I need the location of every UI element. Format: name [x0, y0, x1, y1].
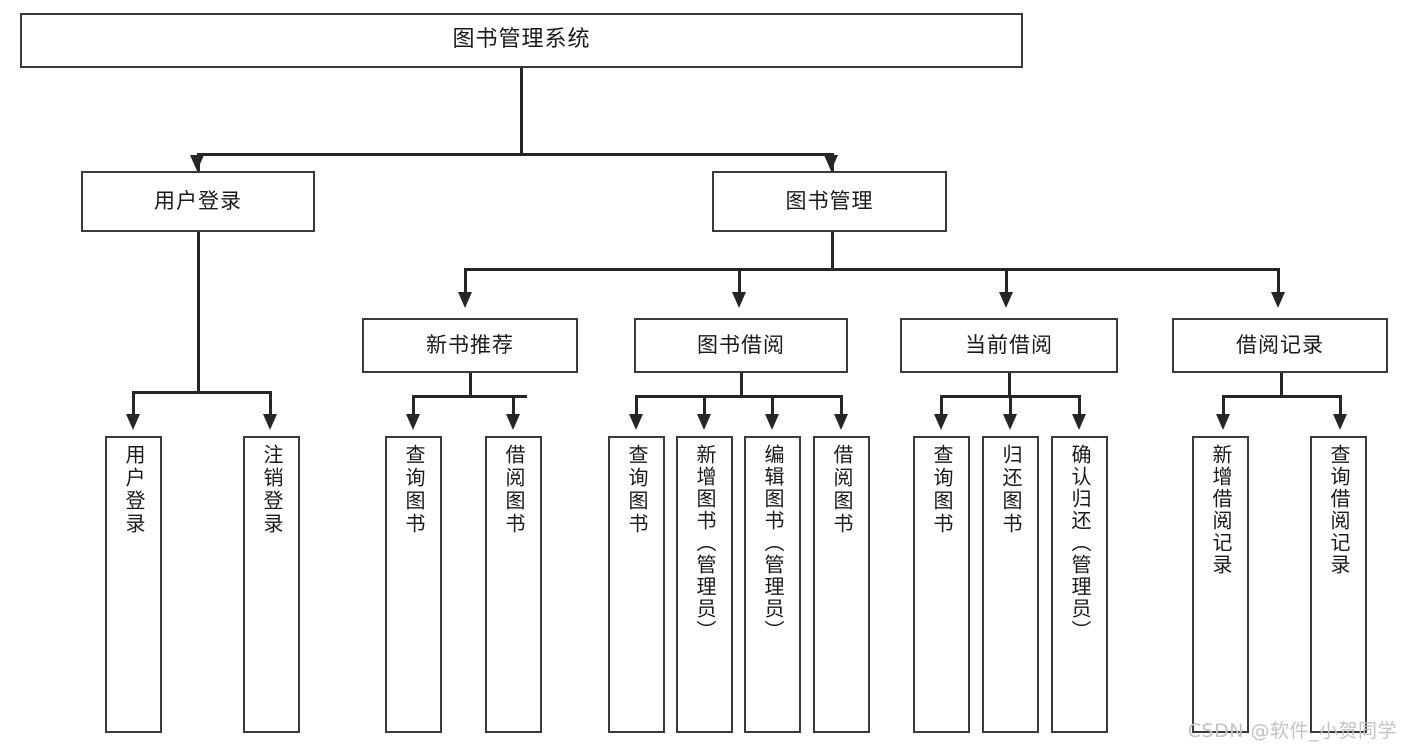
arrow-new-book-leaf2 — [506, 414, 520, 430]
leaf-return-book[interactable]: 归还图书 — [982, 436, 1039, 733]
arrow-current-borrow-leaf3 — [1072, 414, 1086, 430]
edge-new-book-leaf2 — [512, 395, 515, 419]
leaf-label: 借阅图书 — [502, 444, 526, 536]
leaf-label: 编辑图书（管理员） — [761, 444, 785, 642]
leaf-label: 查询图书 — [930, 444, 954, 536]
edge-borrow-record-stem — [1280, 373, 1283, 397]
edge-user-login-stem — [197, 232, 200, 393]
node-current-borrow[interactable]: 当前借阅 — [900, 318, 1118, 373]
arrow-new-book-leaf1 — [406, 414, 420, 430]
edge-book-borrow-leaf3 — [771, 395, 774, 419]
node-label: 当前借阅 — [965, 332, 1053, 357]
edge-current-borrow-leaf3 — [1078, 395, 1081, 419]
leaf-edit-book-admin[interactable]: 编辑图书（管理员） — [744, 436, 801, 733]
node-book-borrow[interactable]: 图书借阅 — [634, 318, 848, 373]
leaf-label: 注销登录 — [260, 444, 284, 536]
leaf-user-logout[interactable]: 注销登录 — [243, 436, 300, 733]
edge-to-new-book — [464, 268, 467, 296]
leaf-add-borrow-record[interactable]: 新增借阅记录 — [1192, 436, 1249, 733]
arrow-book-borrow-leaf1 — [629, 414, 643, 430]
arrow-to-current-borrow — [999, 292, 1013, 308]
node-label: 图书借阅 — [697, 332, 785, 357]
leaf-label: 归还图书 — [999, 444, 1023, 536]
edge-borrow-record-leaf1 — [1222, 395, 1225, 419]
node-root-system[interactable]: 图书管理系统 — [20, 13, 1023, 68]
node-borrow-record[interactable]: 借阅记录 — [1172, 318, 1388, 373]
edge-root-bus — [197, 153, 834, 156]
node-label: 新书推荐 — [426, 332, 514, 357]
node-book-manage[interactable]: 图书管理 — [712, 171, 947, 232]
edge-book-borrow-leaf4 — [840, 395, 843, 419]
arrow-to-user-login — [190, 155, 204, 171]
node-new-book-recommend[interactable]: 新书推荐 — [362, 318, 578, 373]
node-label: 借阅记录 — [1236, 332, 1324, 357]
arrow-user-login-leaf2 — [263, 414, 277, 430]
leaf-label: 用户登录 — [122, 444, 146, 536]
leaf-label: 查询图书 — [625, 444, 649, 536]
edge-level3-bus — [464, 268, 1279, 271]
edge-book-borrow-leaf1 — [635, 395, 638, 419]
leaf-user-login[interactable]: 用户登录 — [105, 436, 162, 733]
leaf-query-borrow-record[interactable]: 查询借阅记录 — [1310, 436, 1367, 733]
leaf-query-book-current[interactable]: 查询图书 — [913, 436, 970, 733]
leaf-label: 查询借阅记录 — [1327, 444, 1351, 576]
arrow-current-borrow-leaf2 — [1003, 414, 1017, 430]
node-user-login[interactable]: 用户登录 — [81, 171, 315, 232]
node-label: 图书管理系统 — [452, 27, 591, 53]
leaf-add-book-admin[interactable]: 新增图书（管理员） — [676, 436, 733, 733]
arrow-book-borrow-leaf4 — [834, 414, 848, 430]
leaf-borrow-book-recommend[interactable]: 借阅图书 — [485, 436, 542, 733]
leaf-label: 查询图书 — [402, 444, 426, 536]
edge-current-borrow-leaf2 — [1009, 395, 1012, 419]
node-label: 图书管理 — [785, 188, 874, 213]
arrow-to-book-borrow — [732, 292, 746, 308]
edge-book-borrow-bus — [635, 395, 840, 398]
edge-user-login-bus — [132, 391, 271, 394]
edge-user-login-leaf1 — [132, 391, 135, 419]
edge-to-current-borrow — [1005, 268, 1008, 296]
leaf-label: 新增借阅记录 — [1209, 444, 1233, 576]
edge-current-borrow-stem — [1008, 373, 1011, 397]
edge-book-manage-stem — [831, 232, 834, 270]
edge-to-book-borrow — [738, 268, 741, 296]
arrow-to-new-book — [458, 292, 472, 308]
edge-borrow-record-bus — [1222, 395, 1339, 398]
arrow-book-borrow-leaf2 — [697, 414, 711, 430]
edge-book-borrow-stem — [740, 373, 743, 397]
edge-user-login-leaf2 — [269, 391, 272, 419]
node-label: 用户登录 — [154, 188, 242, 213]
leaf-label: 确认归还（管理员） — [1068, 444, 1092, 642]
edge-new-book-bus — [412, 395, 527, 398]
arrow-user-login-leaf1 — [126, 414, 140, 430]
edge-new-book-stem — [469, 373, 472, 397]
arrow-book-borrow-leaf3 — [765, 414, 779, 430]
leaf-query-book-recommend[interactable]: 查询图书 — [385, 436, 442, 733]
arrow-current-borrow-leaf1 — [934, 414, 948, 430]
arrow-to-borrow-record — [1271, 292, 1285, 308]
edge-book-borrow-leaf2 — [703, 395, 706, 419]
arrow-borrow-record-leaf2 — [1333, 414, 1347, 430]
edge-root-stem — [520, 68, 523, 154]
edge-new-book-leaf1 — [412, 395, 415, 419]
leaf-confirm-return-admin[interactable]: 确认归还（管理员） — [1051, 436, 1108, 733]
edge-to-borrow-record — [1277, 268, 1280, 296]
leaf-label: 借阅图书 — [830, 444, 854, 536]
arrow-borrow-record-leaf1 — [1216, 414, 1230, 430]
edge-current-borrow-leaf1 — [940, 395, 943, 419]
leaf-query-book-borrow[interactable]: 查询图书 — [608, 436, 665, 733]
leaf-borrow-book[interactable]: 借阅图书 — [813, 436, 870, 733]
edge-borrow-record-leaf2 — [1339, 395, 1342, 419]
leaf-label: 新增图书（管理员） — [693, 444, 717, 642]
arrow-to-book-manage — [824, 155, 838, 171]
